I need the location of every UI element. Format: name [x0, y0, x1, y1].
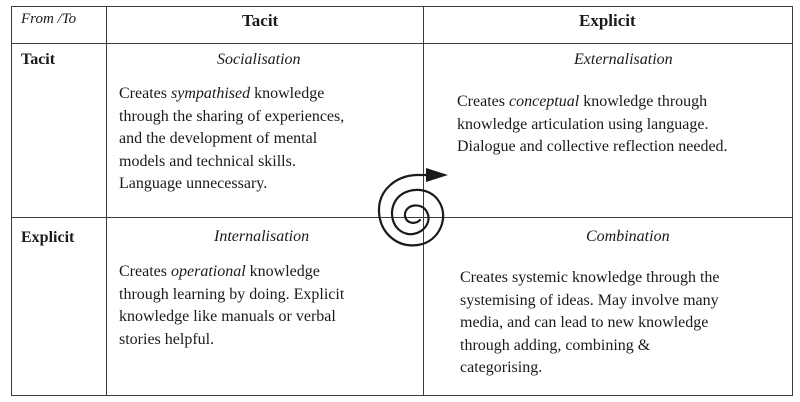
sympathised-emphasis: sympathised	[170, 85, 251, 102]
internalisation-description: Creates operational knowledge through le…	[119, 263, 345, 348]
row-header-explicit: Explicit	[21, 229, 75, 246]
left-border	[11, 6, 12, 396]
row-header-divider	[106, 6, 107, 396]
combination-description: Creates systemic knowledge through the s…	[460, 269, 720, 376]
corner-label: From /To	[21, 11, 77, 27]
header-divider	[11, 43, 793, 44]
seci-matrix: From /To Tacit Explicit Tacit Explicit S…	[11, 6, 793, 396]
socialisation-title: Socialisation	[217, 51, 301, 68]
socialisation-description: Creates sympathised knowledge through th…	[119, 85, 345, 192]
spiral-arrow-icon	[377, 168, 448, 247]
internalisation-title: Internalisation	[214, 228, 310, 245]
column-header-explicit: Explicit	[579, 11, 636, 30]
combination-title: Combination	[586, 228, 670, 245]
row-divider	[11, 217, 793, 218]
right-border	[792, 6, 793, 396]
row-header-tacit: Tacit	[21, 51, 56, 68]
column-header-tacit: Tacit	[242, 11, 279, 30]
top-border	[11, 6, 793, 7]
externalisation-description: Creates conceptual knowledge through kno…	[457, 93, 728, 155]
column-divider	[423, 6, 424, 396]
conceptual-emphasis: conceptual	[508, 93, 580, 110]
operational-emphasis: operational	[170, 263, 246, 280]
bottom-border	[11, 395, 793, 396]
externalisation-title: Externalisation	[574, 51, 673, 68]
